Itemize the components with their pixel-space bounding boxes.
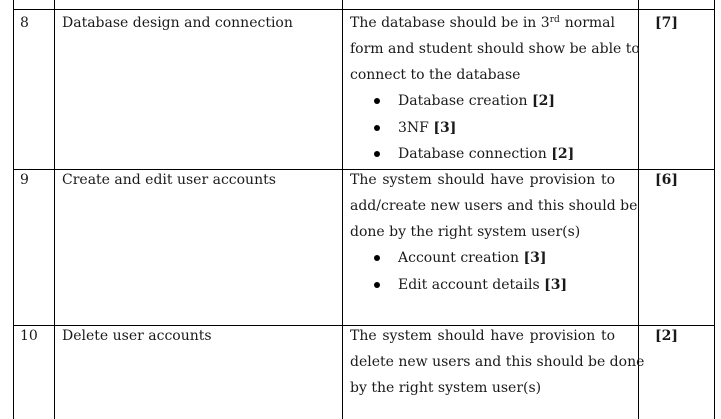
row-8-description: The database should be in 3rd normal for… xyxy=(350,10,640,168)
list-item: Edit account details [3] xyxy=(350,272,615,299)
row-9-desc-line-3: done by the right system user(s) xyxy=(350,224,581,240)
table-border-left xyxy=(13,0,14,419)
row-9-marks: [6] xyxy=(655,172,678,188)
row-10-description: The system should have provision to dele… xyxy=(350,323,645,401)
row-10-desc-line-2: delete new users and this should be done xyxy=(350,354,645,370)
column-divider-title xyxy=(342,0,343,419)
row-9-criteria-list: Account creation [3] Edit account detail… xyxy=(350,245,615,298)
row-8-title: Database design and connection xyxy=(62,15,293,31)
row-10-number: 10 xyxy=(20,328,38,344)
row-10-desc-line-1: The system should have provision to xyxy=(350,328,615,344)
row-9-desc-line-1: The system should have provision to xyxy=(350,172,615,188)
row-9-desc-line-2: add/create new users and this should be xyxy=(350,198,638,214)
row-8-number: 8 xyxy=(20,15,29,31)
row-9-number: 9 xyxy=(20,172,29,188)
table-border-right xyxy=(714,0,715,419)
list-item: 3NF [3] xyxy=(350,115,615,142)
row-8-desc-line-1: The database should be in 3rd normal xyxy=(350,15,615,31)
row-10-marks: [2] xyxy=(655,328,678,344)
row-10-desc-line-3: by the right system user(s) xyxy=(350,380,542,396)
row-8-desc-line-3: connect to the database xyxy=(350,67,521,83)
list-item: Database connection [2] xyxy=(350,141,615,168)
row-8-top-border xyxy=(13,9,714,10)
row-9-description: The system should have provision to add/… xyxy=(350,167,638,298)
column-divider-number xyxy=(54,0,55,419)
row-8-criteria-list: Database creation [2] 3NF [3] Database c… xyxy=(350,88,615,168)
row-9-title: Create and edit user accounts xyxy=(62,172,276,188)
column-divider-description xyxy=(638,0,639,419)
row-10-top-border xyxy=(13,325,714,326)
row-10-title: Delete user accounts xyxy=(62,328,212,344)
row-8-marks: [7] xyxy=(655,15,678,31)
row-9-top-border xyxy=(13,169,714,170)
row-8-desc-line-2: form and student should show be able to xyxy=(350,41,640,57)
list-item: Database creation [2] xyxy=(350,88,615,115)
list-item: Account creation [3] xyxy=(350,245,615,272)
